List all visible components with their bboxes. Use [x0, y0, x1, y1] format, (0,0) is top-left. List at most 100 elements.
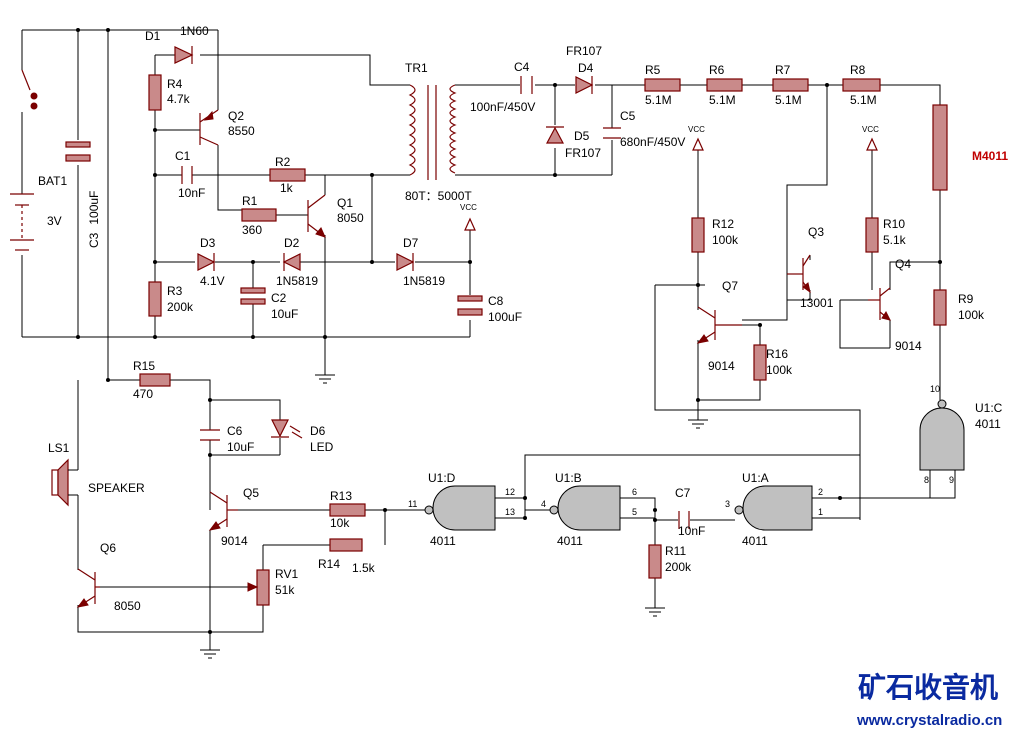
c7-value: 10nF: [678, 524, 705, 538]
led-d6: [271, 419, 303, 439]
diode-d4: [575, 76, 594, 94]
diode-d7: [396, 253, 415, 271]
r7-ref: R7: [775, 63, 791, 77]
r8-ref: R8: [850, 63, 866, 77]
r6-ref: R6: [709, 63, 725, 77]
r1-ref: R1: [242, 194, 258, 208]
r13-ref: R13: [330, 489, 352, 503]
q5-ref: Q5: [243, 486, 259, 500]
q3-ref: Q3: [808, 225, 824, 239]
capacitor-c4: [520, 76, 533, 94]
nand-gate-u1d: [424, 485, 496, 531]
diode-d5: [546, 126, 564, 144]
vcc-label-2: VCC: [688, 125, 705, 134]
q3-value: 13001: [800, 296, 834, 310]
speaker-ls1: [51, 458, 78, 507]
tr1-value: 80T：5000T: [405, 189, 472, 203]
q2-value: 8550: [228, 124, 255, 138]
r9-ref: R9: [958, 292, 974, 306]
vcc-arrow-3: [866, 137, 878, 151]
resistor-r8: [842, 78, 881, 92]
c5-ref: C5: [620, 109, 636, 123]
resistor-r10: [865, 217, 879, 253]
u1d-pin-b: 13: [505, 507, 515, 517]
u1d-value: 4011: [430, 534, 456, 548]
r16-ref: R16: [766, 347, 788, 361]
q1-value: 8050: [337, 211, 364, 225]
resistor-r7: [772, 78, 809, 92]
u1c-value: 4011: [975, 417, 1001, 431]
vcc-label-1: VCC: [460, 203, 477, 212]
resistor-r3: [148, 281, 162, 317]
r11-ref: R11: [665, 544, 686, 558]
resistor-r11: [648, 544, 662, 579]
c7-ref: C7: [675, 486, 691, 500]
ground-4: [645, 607, 665, 617]
bat1-ref: BAT1: [38, 174, 67, 188]
r8-value: 5.1M: [850, 93, 877, 107]
r10-ref: R10: [883, 217, 905, 231]
q4-ref: Q4: [895, 257, 911, 271]
d6-ref: D6: [310, 424, 326, 438]
resistor-r1: [241, 208, 277, 222]
capacitor-c8: [457, 295, 483, 316]
c6-value: 10uF: [227, 440, 254, 454]
resistor-r16: [753, 344, 767, 381]
resistor-r6: [706, 78, 743, 92]
r2-value: 1k: [280, 181, 294, 195]
d2-value: 1N5819: [276, 274, 318, 288]
u1c-pin-b: 9: [949, 475, 954, 485]
u1c-pin-a: 8: [924, 475, 929, 485]
resistor-r15: [139, 373, 171, 387]
wires: [21, 29, 956, 650]
d7-ref: D7: [403, 236, 419, 250]
q7-ref: Q7: [722, 279, 738, 293]
c4-value: 100nF/450V: [470, 100, 535, 114]
r14-ref: R14: [318, 557, 340, 571]
u1a-pin-out: 3: [725, 499, 730, 509]
d2-ref: D2: [284, 236, 300, 250]
transistor-q2: [199, 109, 219, 146]
nand-gate-u1b: [549, 485, 621, 531]
resistor-r9: [933, 289, 947, 326]
r13-value: 10k: [330, 516, 350, 530]
r11-value: 200k: [665, 560, 692, 574]
u1d-pin-out: 11: [408, 499, 417, 509]
r4-value: 4.7k: [167, 92, 191, 106]
capacitor-c5: [603, 127, 621, 139]
transistor-q6: [76, 568, 100, 608]
diode-d2: [282, 253, 301, 271]
transformer-tr1: [408, 84, 457, 180]
d3-value: 4.1V: [200, 274, 225, 288]
q1-ref: Q1: [337, 196, 353, 210]
rv1-ref: RV1: [275, 567, 298, 581]
q6-value: 8050: [114, 599, 141, 613]
d1-ref: D1: [145, 29, 161, 43]
u1b-pin-out: 4: [541, 499, 546, 509]
junction-dots: [76, 28, 942, 634]
r12-ref: R12: [712, 217, 734, 231]
capacitor-c3: [65, 141, 91, 162]
c8-ref: C8: [488, 294, 504, 308]
resistor-r5: [644, 78, 681, 92]
transistor-q3: [787, 254, 811, 294]
capacitor-c2: [240, 287, 266, 305]
c1-ref: C1: [175, 149, 191, 163]
r2-ref: R2: [275, 155, 291, 169]
c5-value: 680nF/450V: [620, 135, 685, 149]
d5-value: FR107: [565, 146, 601, 160]
u1c-pin-out: 10: [930, 384, 940, 394]
u1a-ref: U1:A: [742, 471, 769, 485]
r16-value: 100k: [766, 363, 793, 377]
resistor-r12: [691, 217, 705, 253]
d6-value: LED: [310, 440, 334, 454]
q7-value: 9014: [708, 359, 735, 373]
resistor-r14: [329, 538, 363, 552]
vcc-arrow-1: [464, 217, 476, 231]
r6-value: 5.1M: [709, 93, 736, 107]
resistor-r13: [329, 503, 366, 517]
transistor-q5: [208, 491, 238, 531]
transistor-q4: [868, 287, 891, 321]
transistor-q1: [307, 194, 326, 238]
